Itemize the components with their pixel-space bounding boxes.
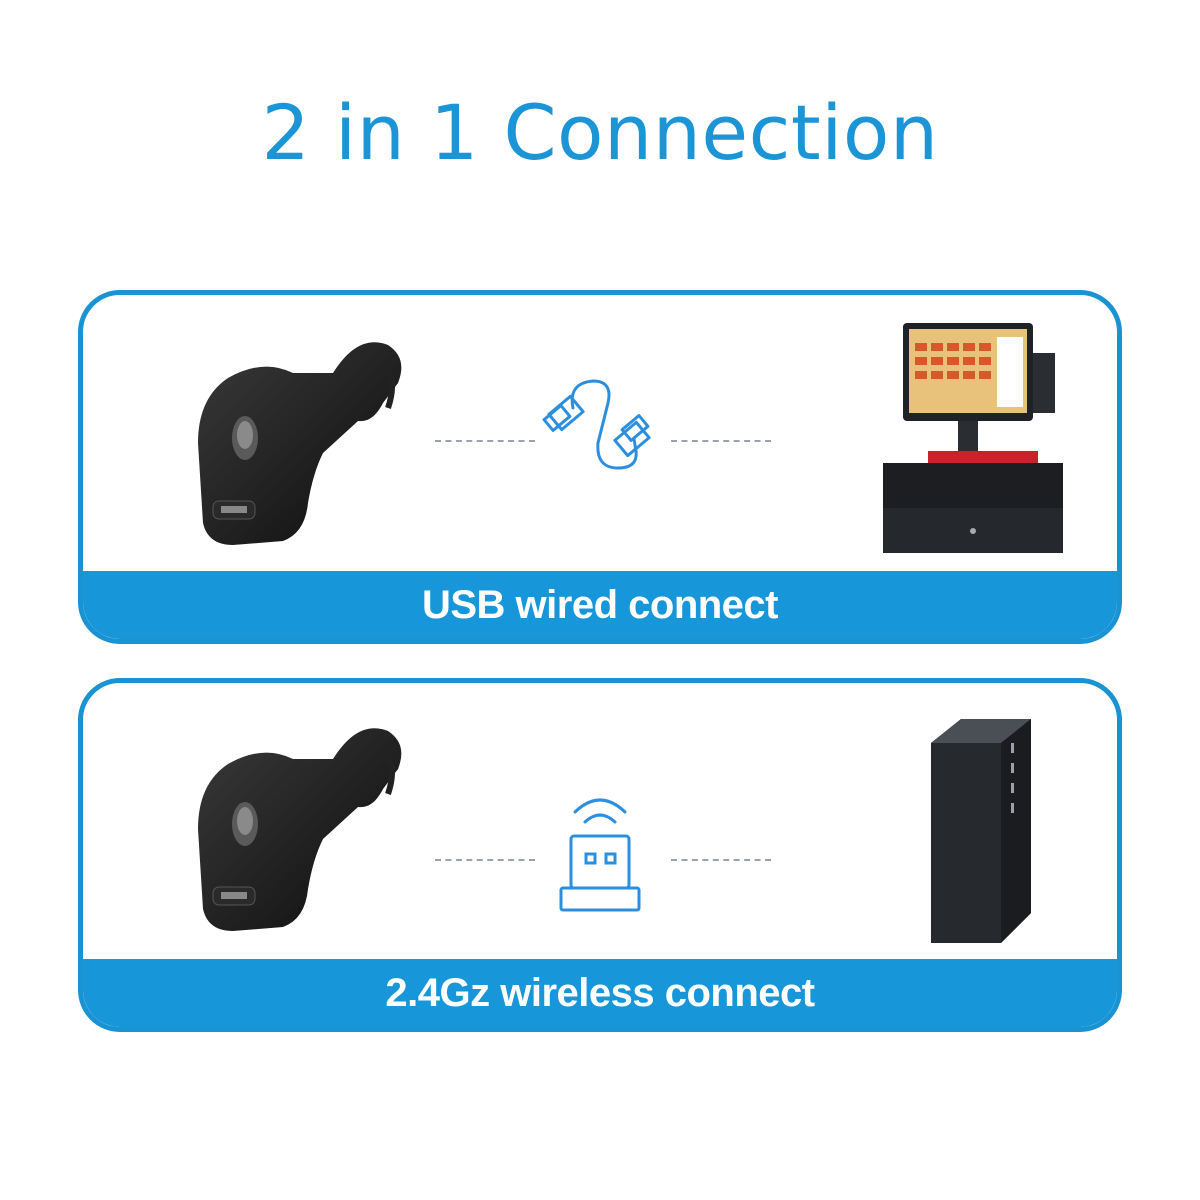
desktop-tower-icon bbox=[931, 719, 1031, 943]
page-title: 2 in 1 Connection bbox=[261, 88, 939, 177]
wireless-dongle-icon bbox=[559, 798, 641, 912]
usb-cable-icon bbox=[542, 379, 651, 470]
usb-connection-label: USB wired connect bbox=[83, 571, 1117, 639]
dashed-connector-right bbox=[671, 440, 771, 442]
usb-connection-card: USB wired connect bbox=[78, 290, 1122, 644]
barcode-scanner-icon bbox=[198, 728, 402, 931]
barcode-scanner-icon bbox=[198, 342, 402, 545]
wireless-connection-label: 2.4Gz wireless connect bbox=[83, 959, 1117, 1027]
dashed-connector-right bbox=[671, 859, 771, 861]
dashed-connector-left bbox=[435, 440, 535, 442]
dashed-connector-left bbox=[435, 859, 535, 861]
pos-terminal-icon bbox=[883, 323, 1063, 553]
wireless-connection-card: 2.4Gz wireless connect bbox=[78, 678, 1122, 1032]
